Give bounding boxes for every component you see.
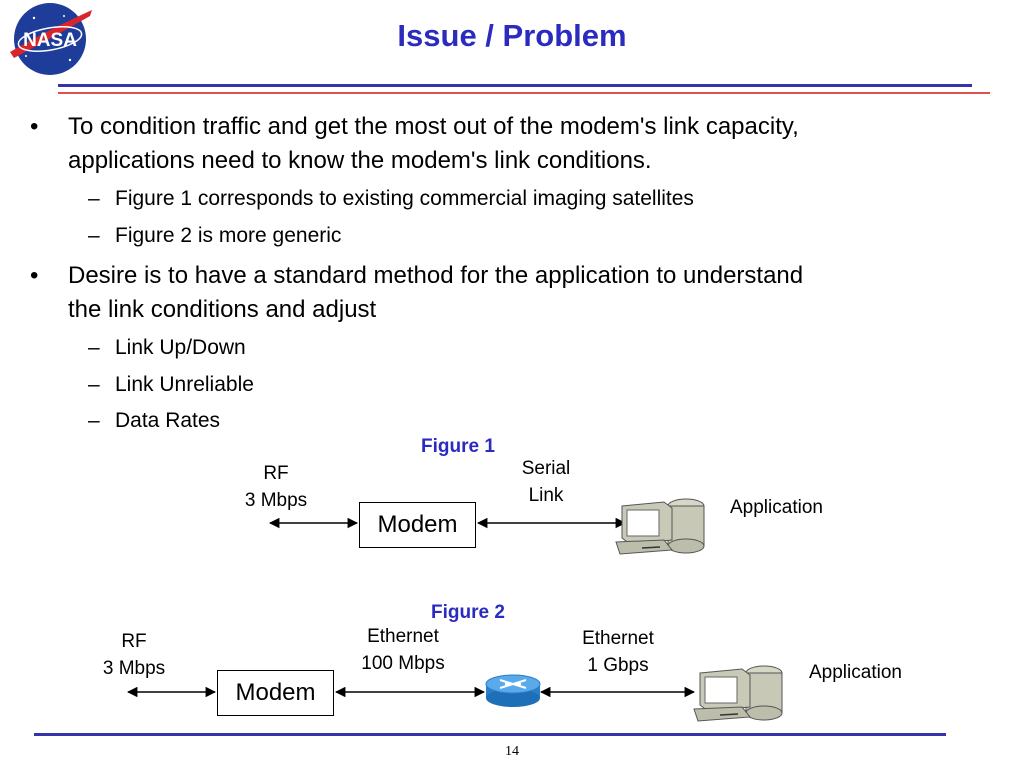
bullet-1-line-1: To condition traffic and get the most ou… <box>68 113 799 140</box>
fig2-eth2-line1: Ethernet <box>582 628 654 649</box>
fig2-rf-label: RF 3 Mbps <box>94 628 174 682</box>
fig2-eth2-line2: 1 Gbps <box>587 655 649 676</box>
fig1-rf-label: RF 3 Mbps <box>236 460 316 514</box>
page-number: 14 <box>505 744 519 759</box>
bullet-2-line-2: the link conditions and adjust <box>68 296 377 323</box>
figure-2-label: Figure 2 <box>431 602 505 623</box>
bullet-glyph: • <box>30 113 39 140</box>
fig1-rf-line2: 3 Mbps <box>244 490 308 511</box>
fig1-rf-line1: RF <box>263 463 289 484</box>
nasa-logo-text: NASA <box>23 30 77 51</box>
fig2-computer-icon <box>693 665 783 722</box>
bullet-2-line-1: Desire is to have a standard method for … <box>68 262 804 289</box>
fig1-computer-icon <box>615 498 705 555</box>
fig1-link-line2: Link <box>528 485 564 506</box>
figure-1-label: Figure 1 <box>421 436 495 457</box>
fig2-eth1-line1: Ethernet <box>367 626 439 647</box>
slide-title: Issue / Problem <box>397 18 627 53</box>
nasa-logo: NASA <box>10 3 92 75</box>
bullet-glyph: • <box>30 262 39 289</box>
fig1-serial-link-label: Serial Link <box>511 455 581 509</box>
fig2-eth1-line2: 100 Mbps <box>361 653 445 674</box>
sub-bullet-1-1: Figure 1 corresponds to existing commerc… <box>115 187 694 210</box>
fig1-link-line1: Serial <box>521 458 571 479</box>
dash-glyph: – <box>88 373 100 396</box>
footer-rule <box>34 733 946 736</box>
dash-glyph: – <box>88 409 100 432</box>
header-rule-blue <box>58 84 972 87</box>
sub-bullet-2-3: Data Rates <box>115 409 221 432</box>
sub-bullet-1-2: Figure 2 is more generic <box>115 224 342 247</box>
header-rule-red <box>58 92 990 94</box>
router-icon <box>485 674 541 707</box>
dash-glyph: – <box>88 336 100 359</box>
bullet-1-line-2: applications need to know the modem's li… <box>68 147 652 174</box>
sub-bullet-2-2: Link Unreliable <box>115 373 254 396</box>
fig2-ethernet-100-label: Ethernet 100 Mbps <box>348 623 458 677</box>
sub-bullet-2-1: Link Up/Down <box>115 336 246 359</box>
fig1-application-label: Application <box>730 497 823 518</box>
dash-glyph: – <box>88 224 100 247</box>
fig2-application-label: Application <box>809 662 902 683</box>
fig2-ethernet-1g-label: Ethernet 1 Gbps <box>566 625 670 679</box>
fig2-rf-line1: RF <box>121 631 147 652</box>
fig2-rf-line2: 3 Mbps <box>102 658 166 679</box>
dash-glyph: – <box>88 187 100 210</box>
fig1-modem-box: Modem <box>359 502 476 548</box>
fig2-modem-box: Modem <box>217 670 334 716</box>
